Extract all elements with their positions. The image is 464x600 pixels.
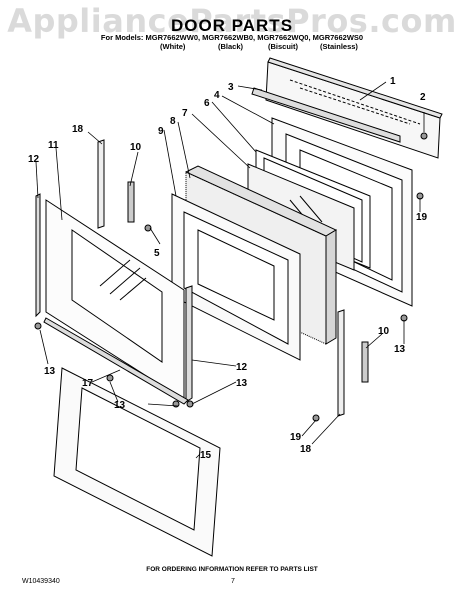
callout-8: 8 — [170, 116, 176, 127]
callout-5: 5 — [154, 248, 160, 259]
part-bottom-trim — [43, 317, 189, 405]
page-title: DOOR PARTS — [170, 16, 294, 35]
callout-10-left: 10 — [130, 142, 142, 153]
variant-white: (White) — [160, 42, 186, 51]
part-outer-door — [45, 199, 185, 401]
callout-19-right: 19 — [416, 212, 428, 223]
callout-12-left: 12 — [28, 154, 40, 165]
part-hinge-left — [127, 181, 135, 223]
variant-biscuit: (Biscuit) — [268, 42, 298, 51]
variant-stainless: (Stainless) — [320, 42, 358, 51]
callout-19-bottom: 19 — [290, 432, 302, 443]
models-line: For Models: MGR7662WW0, MGR7662WB0, MGR7… — [100, 33, 364, 42]
part-hinge-right — [361, 341, 369, 383]
part-side-trim-right — [185, 285, 193, 403]
callout-15: 15 — [200, 450, 212, 461]
callout-3: 3 — [228, 82, 234, 93]
callout-12-right: 12 — [236, 362, 248, 373]
part-lower-panel — [53, 367, 221, 557]
screw-icons — [34, 132, 428, 422]
part-control-trim — [265, 57, 443, 159]
callout-4: 4 — [214, 90, 220, 101]
leader-lines — [35, 81, 425, 459]
document-number: W10439340 — [22, 578, 60, 585]
ordering-note: FOR ORDERING INFORMATION REFER TO PARTS … — [146, 566, 318, 573]
page-number: 7 — [231, 578, 235, 585]
callout-7: 7 — [182, 108, 188, 119]
callout-2: 2 — [420, 92, 426, 103]
watermark: AppliancePartsPros.com — [7, 2, 457, 40]
callout-9: 9 — [158, 126, 164, 137]
callout-labels: 1 2 3 4 5 6 7 8 9 10 10 11 12 12 13 13 1… — [28, 76, 428, 461]
callout-18-right: 18 — [300, 444, 312, 455]
variant-black: (Black) — [218, 42, 244, 51]
part-channel-right — [337, 309, 345, 417]
part-side-trim-left — [35, 193, 41, 318]
callout-13-c: 13 — [236, 378, 248, 389]
callout-11: 11 — [48, 140, 59, 151]
part-channel-left — [97, 139, 105, 229]
callout-13-a: 13 — [44, 366, 56, 377]
callout-17: 17 — [82, 378, 94, 389]
callout-6: 6 — [204, 98, 210, 109]
callout-10-right: 10 — [378, 326, 390, 337]
callout-13-b: 13 — [114, 400, 126, 411]
callout-13-d: 13 — [394, 344, 406, 355]
part-trim-strip — [251, 87, 401, 143]
callout-1: 1 — [390, 76, 396, 87]
callout-18-left: 18 — [72, 124, 84, 135]
part-door-frame — [171, 193, 301, 361]
